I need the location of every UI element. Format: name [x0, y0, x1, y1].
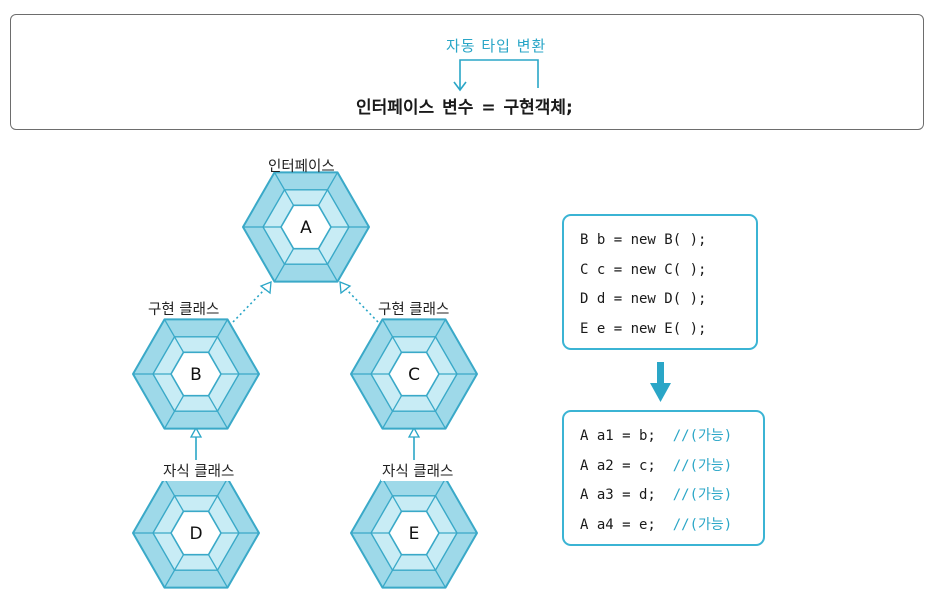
- impl-class-label-right: 구현 클래스: [378, 302, 450, 318]
- hexagon-d: D: [132, 477, 260, 589]
- hexagon-label: D: [189, 524, 202, 544]
- hexagon-b: B: [132, 318, 260, 430]
- child-class-label-left: 자식 클래스: [162, 460, 236, 481]
- code-comment: //(가능): [672, 428, 733, 444]
- hexagon-label: E: [409, 524, 420, 544]
- code-line: A a3 = d; //(가능): [580, 485, 763, 515]
- type-conversion-box: [10, 14, 924, 130]
- impl-class-label-left: 구현 클래스: [148, 302, 220, 318]
- assignment-code: A a1 = b; //(가능) A a2 = c; //(가능) A a3 =…: [562, 410, 765, 546]
- code-text: A a2 = c;: [580, 457, 673, 474]
- hexagon-label: A: [300, 218, 312, 238]
- assignment-statement: 인터페이스 변수 = 구현객체;: [356, 98, 573, 118]
- code-line: B b = new B( );: [580, 232, 707, 248]
- code-line: D d = new D( );: [580, 291, 707, 307]
- code-line: A a1 = b; //(가능): [580, 426, 763, 456]
- code-text: A a3 = d;: [580, 487, 673, 503]
- code-line: E e = new E( );: [580, 320, 707, 337]
- result-down-arrow: [650, 362, 671, 402]
- code-comment: //(가능): [672, 487, 733, 503]
- code-comment: //(가능): [672, 516, 733, 533]
- hexagon-label: C: [408, 365, 420, 385]
- hexagon-a: A: [242, 171, 370, 283]
- hexagon-e: E: [350, 477, 478, 589]
- implements-arrow-c-a: [339, 281, 379, 323]
- code-line: A a4 = e; //(가능): [580, 515, 763, 545]
- object-creation-code: B b = new B( ); C c = new C( ); D d = ne…: [562, 214, 758, 350]
- code-line: A a2 = c; //(가능): [580, 456, 763, 486]
- code-text: A a4 = e;: [580, 516, 673, 533]
- code-line: C c = new C( );: [580, 261, 707, 278]
- child-class-label-right: 자식 클래스: [381, 460, 455, 481]
- auto-conversion-note: 자동 타입 변환: [446, 37, 547, 55]
- hexagon-c: C: [350, 318, 478, 430]
- conversion-arrow: [453, 59, 539, 92]
- code-text: A a1 = b;: [580, 428, 673, 444]
- code-comment: //(가능): [672, 457, 733, 474]
- interface-label: 인터페이스: [268, 159, 335, 175]
- implements-arrow-b-a: [232, 281, 272, 323]
- hexagon-label: B: [190, 365, 202, 385]
